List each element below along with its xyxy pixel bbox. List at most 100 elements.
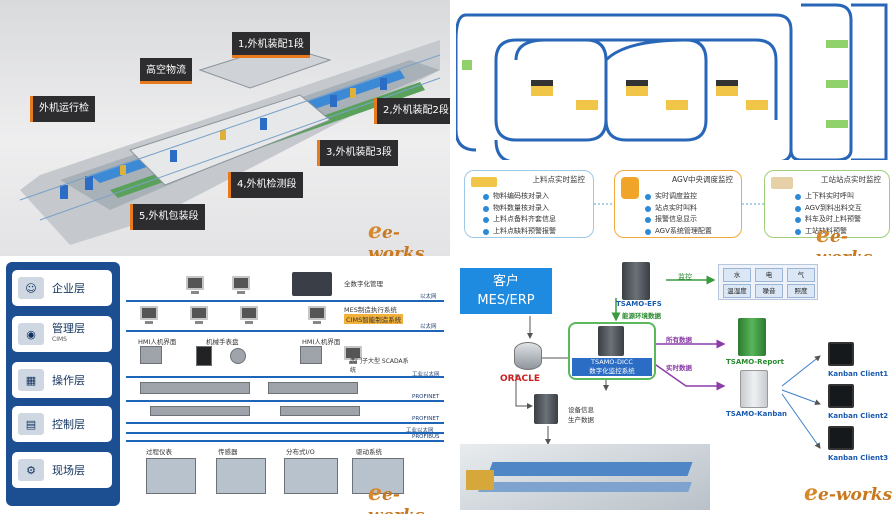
- layer-control: ▤控制层: [12, 406, 112, 442]
- dicc-server-icon: [598, 326, 624, 356]
- card-item: AGV系统管理配置: [645, 226, 712, 238]
- card-station-monitor: 工站站点实时监控 上下料实时呼叫 AGV到料出料交互 料车及时上料预警 工站缺料…: [764, 170, 890, 238]
- kanban-monitor-icon: [828, 426, 854, 450]
- pc-icon: [344, 346, 362, 364]
- grid-cell: 温湿度: [723, 284, 751, 298]
- grid-cell: 照度: [787, 284, 815, 298]
- production-data-label: 生产数据: [568, 416, 594, 424]
- report-server-icon: [738, 318, 766, 356]
- panel-icon: ▦: [18, 369, 44, 391]
- card-agv-dispatch: AGV中央调度监控 实时调度监控 站点实时叫料 报警信息显示 AGV系统管理配置: [614, 170, 742, 238]
- agv-layout-panel: 上料点实时监控 物料编码核对录入 物料数量核对录入 上料点备料齐套信息 上料点缺…: [456, 0, 896, 256]
- report-label: TSAMO-Report: [726, 358, 784, 366]
- node-cims: CIMS智能制造系统: [344, 314, 404, 324]
- dicc-caption: TSAMO-DICC 数字化监控系统: [572, 358, 652, 376]
- network-line: [126, 422, 444, 424]
- plc-rack: [150, 406, 250, 416]
- pc-icon: [240, 306, 258, 324]
- drive-devices: [352, 458, 404, 494]
- all-data-label: 所有数据: [666, 336, 692, 344]
- kanban-client-1: Kanban Client1: [828, 370, 889, 378]
- network-label: PROFINET: [412, 416, 440, 422]
- card-item: 料车及时上料预警: [795, 214, 862, 226]
- card-item: 上下料实时呼叫: [795, 191, 862, 203]
- people-icon: ☺: [18, 277, 44, 299]
- layer-operation: ▦操作层: [12, 362, 112, 398]
- card-item: 报警信息显示: [645, 214, 712, 226]
- assembly-line-illustration: [19, 40, 441, 245]
- grid-cell: 气: [787, 268, 815, 282]
- efs-server-icon: [622, 262, 650, 300]
- network-line: [126, 330, 444, 332]
- card-item: AGV到料出料交互: [795, 203, 862, 215]
- node-digital-mgmt: 全数字化管理: [344, 280, 383, 288]
- grid-cell: 电: [755, 268, 783, 282]
- label-assembly-2: 2,外机装配2段: [374, 98, 450, 124]
- card-item: 实时调度监控: [645, 191, 712, 203]
- factory-floor-image: [460, 444, 710, 510]
- plc-icon: ▤: [18, 413, 44, 435]
- plc-rack: [140, 382, 250, 394]
- label-run-check: 外机运行检: [30, 96, 95, 122]
- efs-label: TSAMO-EFS: [616, 300, 662, 308]
- hmi-device: [140, 346, 162, 364]
- watermark-logo: ee-works: [368, 480, 424, 514]
- io-devices: [284, 458, 338, 494]
- grid-cell: 水: [723, 268, 751, 282]
- agv-track-diagram: [456, 3, 888, 160]
- card-title: 上料点实时监控: [532, 175, 586, 184]
- sensor-devices: [216, 458, 266, 494]
- pc-icon: [308, 306, 326, 324]
- node-drives: 驱动系统: [356, 448, 382, 456]
- station-icon: [771, 177, 793, 189]
- motor-icon: ⚙: [18, 459, 44, 481]
- network-line: [126, 440, 444, 442]
- card-item: 站点实时叫料: [645, 203, 712, 215]
- watermark-logo: ee-works: [804, 480, 893, 506]
- card-item: 上料点备料齐套信息: [483, 214, 556, 226]
- network-label: 工业以太网: [412, 372, 440, 378]
- energy-data-label: 能源环境数据: [622, 312, 661, 320]
- data-flow-panel: 客户 MES/ERP ORACLE TSAMO-EFS 监控 水 电 气 温湿度…: [456, 258, 896, 514]
- kanban-monitor-icon: [828, 342, 854, 366]
- network-line: [126, 432, 444, 434]
- label-inspection: 4,外机检测段: [228, 172, 303, 198]
- device-info-label: 设备信息: [568, 406, 594, 414]
- customer-label: 客户: [492, 274, 519, 289]
- card-item: 上料点缺料预警报警: [483, 226, 556, 238]
- database-icon: [514, 342, 542, 370]
- label-assembly-3: 3,外机装配3段: [317, 140, 398, 166]
- layer-field: ⚙现场层: [12, 452, 112, 488]
- node-distributed-io: 分布式I/O: [286, 448, 315, 456]
- flow-connectors: [515, 275, 821, 449]
- network-label: 工业以太网: [406, 428, 434, 434]
- hmi-device: [300, 346, 322, 364]
- control-room-image: [292, 272, 332, 296]
- label-overhead-logistics: 高空物流: [140, 58, 192, 84]
- watermark-logo: ee-works: [816, 222, 872, 256]
- network-line: [126, 300, 444, 302]
- card-item: 工站缺料预警: [795, 226, 862, 238]
- label-assembly-1: 1,外机装配1段: [232, 32, 310, 58]
- instrument-devices: [146, 458, 196, 494]
- card-connectors: [594, 203, 764, 205]
- pc-icon: [190, 306, 208, 324]
- feeder-icon: [471, 177, 497, 187]
- network-label: PROFINET: [412, 394, 440, 400]
- mes-erp-label: MES/ERP: [477, 293, 535, 308]
- node-hmi-2: HMI人机界面: [302, 338, 341, 346]
- network-line: [126, 400, 444, 402]
- plc-rack: [268, 382, 358, 394]
- label-packaging: 5,外机包装段: [130, 204, 205, 230]
- oracle-label: ORACLE: [500, 374, 541, 384]
- node-robot-panel: 机械手表盘: [206, 338, 239, 346]
- env-grid: 水 电 气 温湿度 噪音 照度: [718, 264, 818, 300]
- grid-cell: 噪音: [755, 284, 783, 298]
- node-instruments: 过程仪表: [146, 448, 172, 456]
- kanban-server-icon: [740, 370, 768, 408]
- pc-icon: [186, 276, 204, 294]
- kanban-monitor-icon: [828, 384, 854, 408]
- pc-icon: [140, 306, 158, 324]
